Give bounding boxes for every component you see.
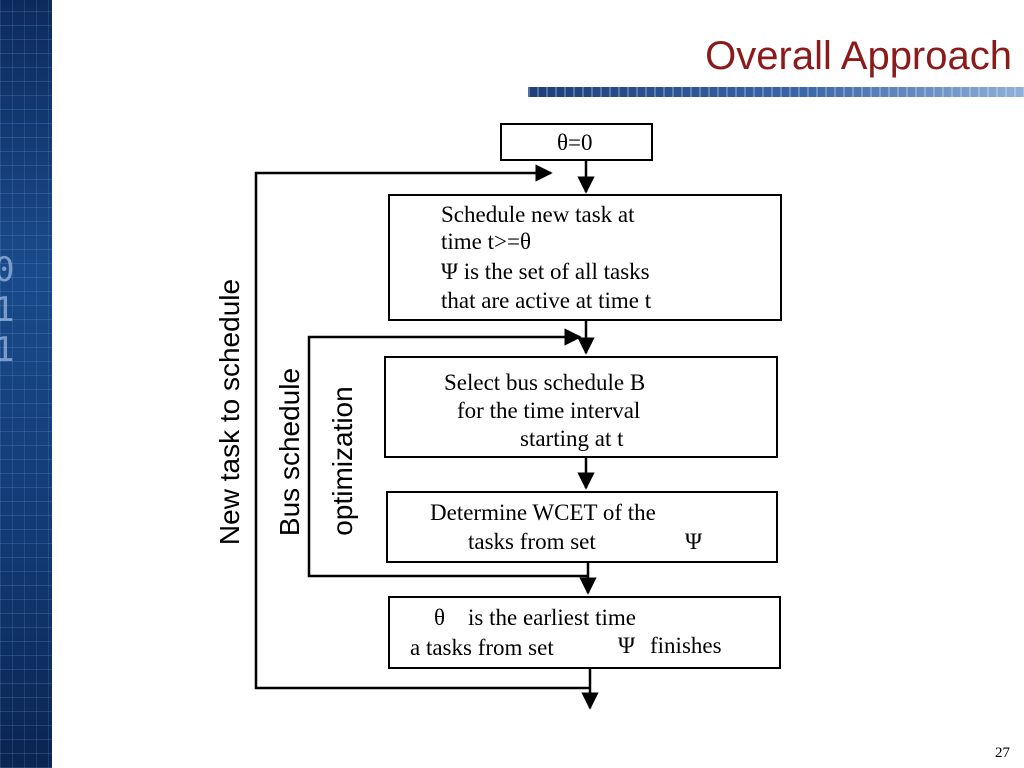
theta-line-1: is the earliest time — [468, 605, 636, 630]
start-box-text: θ=0 — [557, 130, 593, 155]
inner-loop-line — [307, 328, 588, 578]
theta-line-2-post: finishes — [650, 633, 722, 658]
inner-loop-label-bus: Bus schedule — [274, 367, 305, 537]
title-underline — [528, 87, 1024, 97]
select-bus-schedule-box: Select bus schedule B for the time inter… — [384, 356, 778, 458]
schedule-line-2: time t>=θ — [441, 229, 531, 254]
wcet-line-1: Determine WCET of the — [430, 500, 656, 525]
outer-loop-line — [254, 164, 590, 690]
outer-loop-label: New task to schedule — [214, 278, 245, 546]
theta-psi-symbol: Ψ — [618, 633, 635, 658]
wcet-psi-symbol: Ψ — [685, 529, 702, 554]
schedule-line-1: Schedule new task at — [441, 202, 635, 227]
earliest-finish-box: θ is the earliest time a tasks from set … — [388, 596, 781, 669]
select-line-3: starting at t — [520, 426, 624, 451]
circuit-pattern — [0, 0, 52, 768]
schedule-task-box: Schedule new task at time t>=θ Ψ is the … — [388, 194, 782, 321]
select-line-2: for the time interval — [457, 398, 641, 423]
start-box: θ=0 — [500, 123, 653, 161]
theta-line-2-pre: a tasks from set — [410, 635, 554, 660]
select-line-1: Select bus schedule B — [444, 370, 646, 395]
theta-symbol: θ — [434, 605, 446, 630]
schedule-line-4: that are active at time t — [441, 288, 652, 313]
wcet-line-2: tasks from set — [468, 529, 596, 554]
page-number: 27 — [995, 745, 1010, 761]
schedule-line-3: Ψ is the set of all tasks — [441, 259, 650, 284]
determine-wcet-box: Determine WCET of the tasks from set Ψ — [386, 491, 778, 563]
slide-title: Overall Approach — [705, 34, 1012, 78]
inner-loop-label-optimization: optimization — [327, 386, 358, 536]
